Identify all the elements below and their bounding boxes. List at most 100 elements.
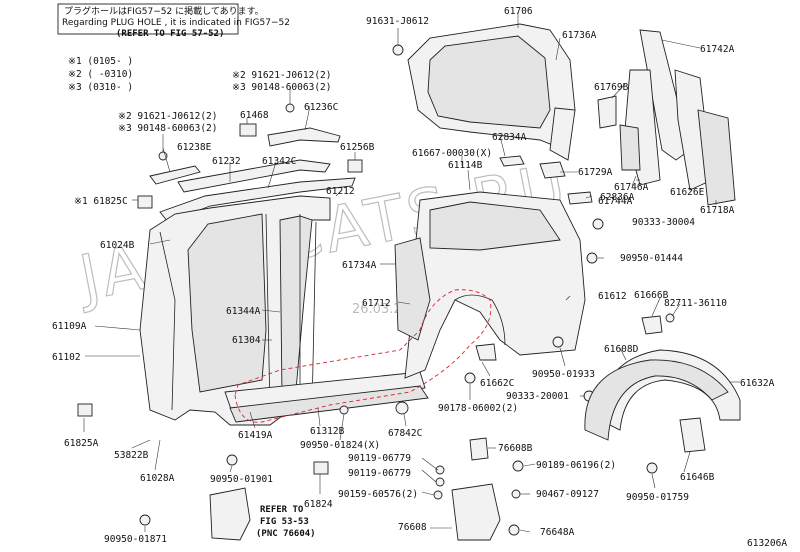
quarter-window-opening (429, 201, 561, 251)
leader-lines (83, 12, 740, 533)
part-62836a (567, 191, 593, 205)
part-61824 (313, 461, 329, 475)
mud-guard-rear (451, 483, 501, 541)
part-label: 90950-01759 (626, 492, 689, 503)
part-label: 61729A (578, 167, 613, 178)
note-line-jp: プラグホールはFIG57−52 に掲載してあります。 (64, 5, 264, 17)
part-label: 61662C (480, 378, 514, 389)
note-line-en: Regarding PLUG HOLE , it is indicated in… (62, 18, 290, 28)
part-label: 61612 (598, 291, 627, 302)
legend-2: ※2 ( -0310) (68, 69, 133, 80)
part-61825a (77, 403, 93, 417)
clip-90189 (512, 460, 524, 472)
rocker-inner (229, 385, 429, 423)
part-label: 61028A (140, 473, 175, 484)
part-label: 61212 (326, 186, 355, 197)
roof-side-member (549, 107, 576, 161)
part-label: 61024B (100, 240, 135, 251)
part-label: 61312B (310, 426, 345, 437)
plug-hole-note-box (57, 3, 239, 35)
clip-91631 (392, 44, 404, 56)
part-61236c (267, 127, 341, 147)
refer-note-line1: REFER TO (260, 505, 304, 515)
part-label: 61744A (598, 196, 633, 207)
part-label: 67842C (388, 428, 422, 439)
d-pillar-bracket (619, 124, 641, 171)
part-label: 61342C (262, 156, 296, 167)
part-label: 61419A (238, 430, 273, 441)
legend-3: ※3 (0310- ) (68, 82, 133, 93)
part-label: 61742A (700, 44, 735, 55)
part-61825c (137, 195, 153, 209)
refer-note-line3: (PNC 76604) (256, 529, 316, 539)
part-label: 82711-36110 (664, 298, 727, 309)
mud-guard-front (209, 487, 251, 541)
part-label: ※3 90148-60063(2) (118, 123, 217, 134)
plug-90950-01901 (226, 454, 238, 466)
part-label: 61825A (64, 438, 99, 449)
bolt-90148 (285, 103, 295, 113)
part-label: 61718A (700, 205, 735, 216)
rocker-panel (224, 371, 426, 413)
part-label: 90950-01901 (210, 474, 273, 485)
part-label: 76608B (498, 443, 533, 454)
bracket-76608b (469, 437, 489, 461)
plug-67842c (395, 401, 409, 415)
d-pillar-clip (597, 95, 617, 129)
part-61256b (347, 159, 363, 173)
part-label: 62836A (600, 192, 635, 203)
part-label: 61667-00030(X) (412, 148, 492, 159)
part-label: 90950-01871 (104, 534, 167, 545)
part-label: ※2 91621-J0612(2) (232, 70, 331, 81)
part-label: 61256B (340, 142, 375, 153)
part-label: 90950-01824(X) (300, 440, 380, 451)
part-label: 61102 (52, 352, 81, 363)
part-label: 62834A (492, 132, 527, 143)
part-61729a (539, 161, 566, 179)
front-door-opening (187, 213, 267, 393)
plug-90333-30004 (592, 218, 604, 230)
part-label: 61824 (304, 499, 333, 510)
part-label: 61632A (740, 378, 775, 389)
part-label: 90950-01444 (620, 253, 683, 264)
refer-note-line2: FIG 53-53 (260, 517, 309, 527)
part-label: 61109A (52, 321, 87, 332)
part-label: 61232 (212, 156, 241, 167)
clip-76648a (508, 524, 520, 536)
nut-90178 (464, 372, 476, 384)
part-label: 61236C (304, 102, 338, 113)
part-label: 61626E (670, 187, 705, 198)
part-label: 76648A (540, 527, 575, 538)
part-62834a (499, 155, 525, 167)
part-61666b (641, 315, 663, 335)
part-label: 61646B (680, 472, 715, 483)
d-pillar-reinforcement (674, 69, 713, 191)
legend-1: ※1 (0105- ) (68, 56, 133, 67)
screw-90119-a (435, 465, 445, 475)
plug-90950-01933 (552, 336, 564, 348)
plug-90950-01824 (339, 405, 349, 415)
part-label: 90119-06779 (348, 453, 411, 464)
part-label: 61746A (614, 182, 649, 193)
part-label: 61608D (604, 344, 639, 355)
part-label: 76608 (398, 522, 427, 533)
part-61468 (239, 123, 257, 137)
part-label: 91631-J0612 (366, 16, 429, 27)
screw-90119-b (435, 477, 445, 487)
d-pillar-lower (697, 109, 736, 206)
part-label: 90119-06779 (348, 468, 411, 479)
part-label: ※3 90148-60063(2) (232, 82, 331, 93)
part-label: 61666B (634, 290, 669, 301)
part-label: 90159-60576(2) (338, 489, 418, 500)
part-label: 90950-01933 (532, 369, 595, 380)
plug-90950-01759 (646, 462, 658, 474)
roof-rail-reinforcement (177, 159, 331, 193)
part-label: 90189-06196(2) (536, 460, 616, 471)
wheel-house-inner (584, 359, 729, 441)
highlight-outline (234, 289, 492, 423)
part-label: ※2 91621-J0612(2) (118, 111, 217, 122)
screw-90159 (433, 490, 443, 500)
part-label: 61344A (226, 306, 261, 317)
part-61238e (149, 165, 201, 185)
